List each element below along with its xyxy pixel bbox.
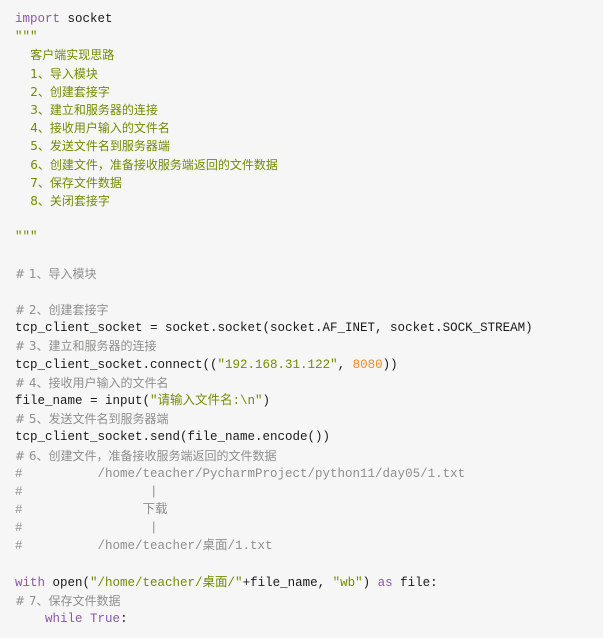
comment-line: # 1、导入模块: [15, 266, 97, 281]
keyword-with: with: [15, 575, 46, 590]
comment-line: # 4、接收用户输入的文件名: [15, 375, 169, 390]
comment-line: # 3、建立和服务器的连接: [15, 339, 157, 354]
docstring-close: """: [15, 230, 38, 245]
string-literal: "192.168.31.122": [217, 357, 338, 372]
string-literal: "请输入文件名:\n": [150, 393, 263, 408]
code-line-socket-create: tcp_client_socket = socket.socket(socket…: [15, 321, 533, 336]
docstring-line: 6、创建文件，准备接收服务端返回的文件数据: [15, 157, 278, 172]
keyword-import: import: [15, 12, 61, 26]
docstring-line: 7、保存文件数据: [15, 175, 122, 190]
docstring-line: 客户端实现思路: [15, 48, 115, 63]
docstring-line: 8、关闭套接字: [15, 193, 110, 208]
blank-line: [15, 246, 603, 264]
comment-line: # 2、创建套接字: [15, 303, 109, 317]
blank-line: [15, 283, 603, 301]
code-line-while: while True:: [45, 612, 128, 627]
code-line-send: tcp_client_socket.send(file_name.encode(…: [15, 430, 331, 445]
code-line-connect: tcp_client_socket.connect(("192.168.31.1…: [15, 357, 398, 372]
docstring-line: 3、建立和服务器的连接: [15, 102, 158, 117]
code-line-input: file_name = input("请输入文件名:\n"): [15, 393, 271, 408]
comment-line: # 5、发送文件名到服务器端: [15, 412, 169, 427]
comment-line: # |: [15, 521, 158, 536]
comment-line: # |: [15, 484, 158, 499]
docstring-line: 2、创建套接字: [15, 84, 110, 99]
comment-line: # 6、创建文件，准备接收服务端返回的文件数据: [15, 448, 277, 463]
docstring-line: 1、导入模块: [15, 66, 98, 81]
comment-line: # /home/teacher/PycharmProject/python11/…: [15, 466, 466, 481]
keyword-while: while: [45, 612, 83, 627]
code-line-import: import socket: [15, 12, 113, 26]
docstring-blank: [15, 210, 603, 228]
docstring-line: 5、发送文件名到服务器端: [15, 139, 170, 154]
comment-line: # 7、保存文件数据: [15, 594, 121, 608]
keyword-as: as: [377, 575, 393, 590]
keyword-true: True: [90, 612, 121, 627]
comment-line: # /home/teacher/桌面/1.txt: [15, 539, 273, 554]
string-literal: "wb": [332, 575, 363, 590]
docstring-open: """: [15, 30, 38, 45]
number-literal: 8080: [352, 357, 383, 372]
blank-line: [15, 556, 603, 574]
docstring-line: 4、接收用户输入的文件名: [15, 121, 170, 136]
comment-line: # 下载: [15, 503, 168, 518]
string-literal: "/home/teacher/桌面/": [90, 575, 243, 590]
code-line-with-open: with open("/home/teacher/桌面/"+file_name,…: [15, 575, 438, 590]
